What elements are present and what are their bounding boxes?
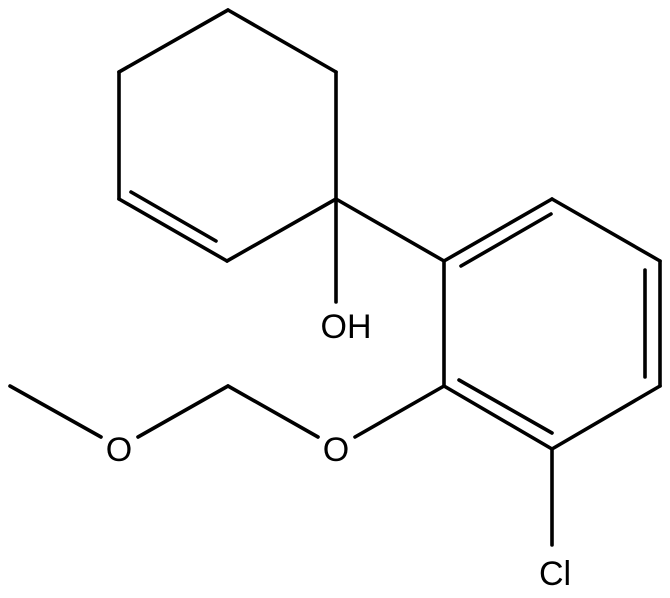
ether-oxygen-methyl-label: O bbox=[106, 431, 132, 469]
bond bbox=[550, 197, 662, 263]
bond-c-aryl bbox=[334, 197, 446, 263]
bond bbox=[442, 197, 554, 263]
bond-aryl-o bbox=[353, 384, 446, 439]
double-bond-inner bbox=[459, 212, 553, 268]
hydroxyl-label: OH bbox=[321, 308, 372, 346]
cyclohexene-ring bbox=[117, 8, 338, 263]
bond bbox=[442, 384, 554, 451]
double-bond-inner bbox=[129, 190, 218, 243]
bond bbox=[550, 384, 662, 451]
bond-ch2-o bbox=[136, 384, 230, 439]
benzene-ring bbox=[442, 197, 662, 451]
bond bbox=[225, 197, 338, 263]
chlorine-label: Cl bbox=[539, 555, 571, 593]
bond-o-ch3 bbox=[8, 384, 103, 439]
bond bbox=[226, 8, 338, 74]
ether-oxygen-aryl-label: O bbox=[323, 431, 349, 469]
double-bond bbox=[117, 197, 229, 263]
bond-o-ch2 bbox=[226, 384, 320, 439]
double-bond-inner bbox=[457, 378, 554, 435]
bond bbox=[117, 8, 230, 74]
